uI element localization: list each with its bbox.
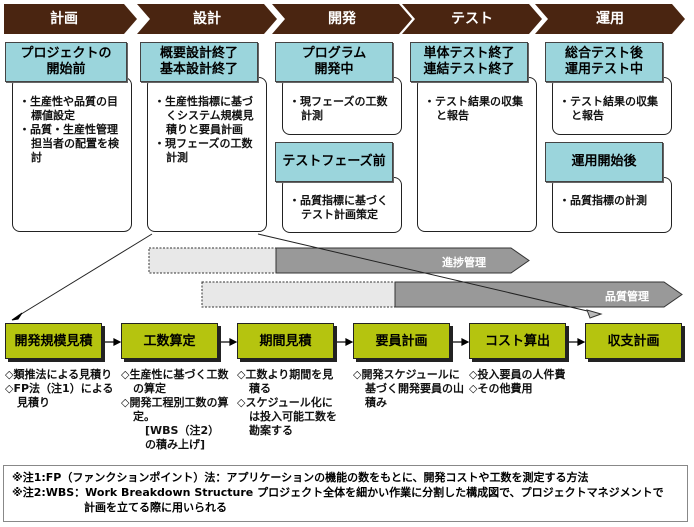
description-item: ◇投入要員の人件費	[469, 368, 566, 381]
phase-development: 開発	[272, 4, 412, 34]
arrowhead-icon	[577, 338, 586, 346]
description-item: ◇開発スケジュールに基づく開発要員の山積み	[353, 368, 464, 409]
milestone-title-line: 開始前	[46, 62, 86, 77]
description-item: ◇スケジュール化には投入可能工数を勘案する	[237, 396, 337, 437]
milestone-item: ・品質指標に基づくテスト計画策定	[289, 194, 388, 221]
description-item: ◇生産性に基づく工数の算定	[121, 368, 229, 395]
milestone-content-box: ・テスト結果の収集と報告	[417, 77, 537, 232]
process-description: ◇開発スケジュールに基づく開発要員の山積み	[353, 368, 465, 410]
milestone-header: 運用開始後	[545, 142, 663, 182]
arrowhead-icon	[345, 338, 354, 346]
connector-line-to-budget	[257, 233, 597, 314]
milestone-item: ・品質指標の計測	[559, 194, 647, 207]
milestone-title-line: 基本設計終了	[159, 62, 238, 77]
phase-chevron-shape	[4, 4, 137, 34]
process-description: ◇生産性に基づく工数の算定 ◇開発工程別工数の算定。 [WBS（注2） の積み上…	[121, 368, 233, 452]
milestone-header: プロジェクトの開始前	[5, 42, 127, 82]
description-item: ◇FP法（注1）による見積り	[5, 382, 114, 409]
milestone-content-box: ・現フェーズの工数計測	[282, 77, 402, 135]
milestone-title-line: 総合テスト後	[564, 46, 643, 61]
process-cost-calc: コスト算出	[469, 323, 566, 359]
process-budget-plan: 収支計画	[585, 323, 682, 359]
milestone-content-box: ・生産性指標に基づくシステム規模見積りと要員計画 ・現フェーズの工数計測	[147, 77, 267, 232]
phase-test: テスト	[402, 4, 542, 34]
milestone-item: ・生産性指標に基づくシステム規模見積りと要員計画	[154, 95, 254, 136]
milestone-title-line: テストフェーズ前	[282, 154, 386, 169]
milestone-item: ・品質・生産性管理担当者の配置を検討	[19, 123, 119, 164]
progress-bar-planned	[148, 247, 277, 274]
connector-line-to-estimate	[17, 233, 153, 317]
footnote-2: ※注2:WBS：Work Breakdown Structure プロジェクト全…	[12, 486, 664, 499]
milestone-item: ・テスト結果の収集と報告	[559, 95, 658, 122]
footnote-2-continued: 計画を立てる際に用いられる	[84, 501, 227, 514]
milestone-title-line: 運用テスト中	[564, 62, 643, 77]
arrowhead-icon	[461, 338, 470, 346]
arrowhead-icon	[11, 312, 23, 321]
description-item: ◇開発工程別工数の算定。	[121, 396, 229, 423]
progress-management-label: 進捗管理	[442, 256, 486, 269]
milestone-header: プログラム開発中	[275, 42, 393, 82]
phase-label: テスト	[451, 11, 493, 27]
phase-label: 開発	[328, 11, 356, 27]
arrowhead-icon	[586, 309, 603, 319]
phase-chevron-shape	[272, 4, 412, 34]
quality-bar-planned	[201, 281, 396, 308]
process-description: ◇投入要員の人件費 ◇その他費用	[469, 368, 581, 396]
milestone-item: ・テスト結果の収集と報告	[424, 95, 523, 122]
milestone-item: ・現フェーズの工数計測	[289, 95, 388, 122]
flow-arrows	[105, 338, 586, 346]
milestone-title-line: 単体テスト終了	[423, 46, 515, 61]
footnote-1: ※注1:FP（ファンクションポイント）法：アプリケーションの機能の数をもとに、開…	[12, 471, 589, 484]
milestone-title-line: プログラム	[301, 46, 367, 61]
milestone-item: ・生産性や品質の目標値設定	[19, 95, 118, 122]
process-effort-calc: 工数算定	[121, 323, 218, 359]
management-layer	[11, 233, 683, 321]
process-description: ◇類推法による見積り ◇FP法（注1）による見積り	[5, 368, 117, 410]
milestone-header: テストフェーズ前	[275, 142, 393, 182]
description-item: ◇工数より期間を見積る	[237, 368, 334, 395]
milestone-title-line: プロジェクトの	[20, 46, 112, 61]
milestone-content-box: ・品質指標に基づくテスト計画策定	[282, 177, 402, 233]
quality-management-label: 品質管理	[605, 290, 649, 303]
milestone-header: 概要設計終了基本設計終了	[140, 42, 258, 82]
description-subnote: の積み上げ]	[145, 438, 206, 451]
milestone-header: 単体テスト終了連結テスト終了	[410, 42, 528, 82]
milestone-item: ・現フェーズの工数計測	[154, 137, 253, 164]
milestone-title-line: 概要設計終了	[159, 46, 238, 61]
process-dev-size-estimate: 開発規模見積	[5, 323, 102, 359]
description-item: ◇その他費用	[469, 382, 533, 395]
phase-plan: 計画	[4, 4, 137, 34]
phase-chevron-shape	[402, 4, 542, 34]
description-subnote: [WBS（注2）	[145, 424, 220, 437]
description-item: ◇類推法による見積り	[5, 368, 113, 381]
phase-label: 運用	[596, 11, 624, 27]
process-description: ◇工数より期間を見積る ◇スケジュール化には投入可能工数を勘案する	[237, 368, 343, 438]
milestone-title-line: 開発中	[314, 62, 354, 77]
phase-design: 設計	[137, 4, 277, 34]
process-staff-plan: 要員計画	[353, 323, 450, 359]
quality-bar-active	[394, 281, 683, 308]
arrowhead-icon	[113, 338, 122, 346]
phase-label: 設計	[193, 11, 221, 27]
phase-chevron-shape	[535, 4, 685, 34]
milestone-content-box: ・テスト結果の収集と報告	[552, 77, 672, 135]
milestone-content-box: ・生産性や品質の目標値設定 ・品質・生産性管理担当者の配置を検討	[12, 77, 132, 232]
process-period-estimate: 期間見積	[237, 323, 334, 359]
arrowhead-icon	[229, 338, 238, 346]
phase-chevron-shape	[137, 4, 277, 34]
milestone-title-line: 運用開始後	[571, 154, 637, 169]
footnotes-box: ※注1:FP（ファンクションポイント）法：アプリケーションの機能の数をもとに、開…	[3, 465, 688, 522]
milestone-header: 総合テスト後運用テスト中	[545, 42, 663, 82]
progress-bar-active	[275, 247, 530, 274]
phase-label: 計画	[50, 11, 78, 27]
phase-operation: 運用	[535, 4, 685, 34]
milestone-content-box: ・品質指標の計測	[552, 177, 672, 233]
milestone-title-line: 連結テスト終了	[423, 62, 515, 77]
